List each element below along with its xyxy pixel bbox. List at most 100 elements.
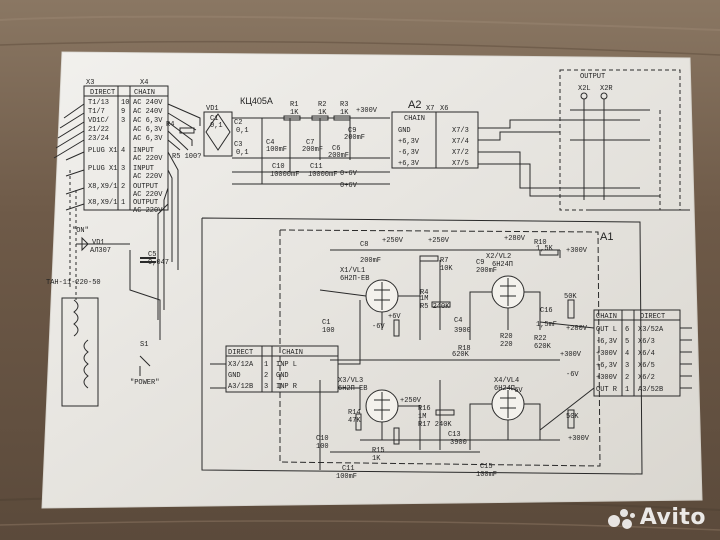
- svg-text:AC 220V: AC 220V: [133, 207, 163, 215]
- svg-text:A3/52B: A3/52B: [638, 386, 663, 394]
- avito-wordmark: Avito: [639, 505, 706, 530]
- svg-text:C13: C13: [448, 431, 461, 439]
- svg-text:C11: C11: [342, 465, 355, 473]
- svg-text:X7: X7: [426, 105, 434, 113]
- svg-text:1K: 1K: [318, 109, 327, 117]
- svg-text:R4: R4: [166, 121, 174, 129]
- svg-text:C10: C10: [316, 435, 329, 443]
- svg-text:6: 6: [625, 326, 629, 334]
- svg-text:X6/4: X6/4: [638, 350, 655, 358]
- rectifier-bridge: VD1 КЦ405А R4 R5 100? C1 0,1 C2 0,1 C3 0…: [166, 96, 390, 185]
- svg-text:+300V: +300V: [560, 351, 582, 359]
- svg-text:+250V: +250V: [428, 237, 450, 245]
- svg-text:1: 1: [625, 386, 629, 394]
- svg-text:X7/4: X7/4: [452, 138, 469, 146]
- svg-text:R18: R18: [458, 345, 471, 353]
- svg-text:X6: X6: [440, 105, 448, 113]
- svg-text:DIRECT: DIRECT: [228, 349, 253, 357]
- transformer-label: ТАН-11-220-50: [46, 279, 101, 287]
- svg-text:620K: 620K: [534, 343, 552, 351]
- svg-text:-6V: -6V: [510, 387, 523, 395]
- svg-text:A3/12B: A3/12B: [228, 383, 253, 391]
- svg-text:3900: 3900: [450, 439, 467, 447]
- svg-text:0,1: 0,1: [210, 122, 223, 130]
- svg-text:PLUG X1: PLUG X1: [88, 165, 117, 173]
- svg-text:R7: R7: [440, 257, 448, 265]
- svg-text:GND: GND: [228, 372, 241, 380]
- svg-text:X1/VL1: X1/VL1: [340, 267, 365, 275]
- svg-text:C7: C7: [306, 139, 314, 147]
- svg-text:R22: R22: [534, 335, 547, 343]
- svg-text:200mF: 200mF: [476, 267, 497, 275]
- left-table-header-chain: CHAIN: [134, 89, 155, 97]
- svg-text:X3/12A: X3/12A: [228, 361, 254, 369]
- svg-text:-6,3V: -6,3V: [398, 149, 420, 157]
- svg-text:1M: 1M: [420, 295, 428, 303]
- svg-text:AC 240V: AC 240V: [133, 108, 163, 116]
- svg-text:X8,X9/1: X8,X9/1: [88, 183, 117, 191]
- svg-text:OUT L: OUT L: [596, 326, 617, 334]
- svg-text:+300V: +300V: [566, 247, 588, 255]
- svg-text:+6V: +6V: [388, 313, 401, 321]
- svg-text:PLUG X1: PLUG X1: [88, 147, 117, 155]
- svg-text:C15: C15: [480, 463, 493, 471]
- svg-text:R5 240K: R5 240K: [420, 303, 450, 311]
- svg-text:10000mF: 10000mF: [308, 171, 337, 179]
- svg-text:C5: C5: [148, 251, 156, 259]
- svg-text:21/22: 21/22: [88, 126, 109, 134]
- svg-text:6Н24П: 6Н24П: [494, 385, 515, 393]
- svg-text:220: 220: [500, 341, 513, 349]
- svg-text:GND: GND: [398, 127, 411, 135]
- svg-text:200mF: 200mF: [344, 134, 365, 142]
- svg-text:10K: 10K: [440, 265, 453, 273]
- a1-label: A1: [600, 231, 613, 243]
- transformer-symbol: [61, 297, 99, 407]
- svg-text:X2L: X2L: [578, 85, 591, 93]
- svg-text:INP R: INP R: [276, 383, 298, 391]
- svg-text:10000mF: 10000mF: [270, 171, 299, 179]
- svg-text:X8,X9/1: X8,X9/1: [88, 199, 117, 207]
- svg-text:VD1: VD1: [92, 239, 105, 247]
- avito-watermark: Avito: [606, 505, 706, 530]
- svg-text:-6V: -6V: [566, 371, 579, 379]
- svg-text:AC 220V: AC 220V: [133, 173, 163, 181]
- a1-wiring: [319, 249, 595, 470]
- svg-text:CHAIN: CHAIN: [282, 349, 303, 357]
- svg-text:1: 1: [121, 199, 125, 207]
- svg-text:200mF: 200mF: [360, 257, 381, 265]
- svg-text:T1/13: T1/13: [88, 99, 109, 107]
- a1-board: A1: [201, 217, 643, 475]
- svg-text:-6,3V: -6,3V: [596, 338, 618, 346]
- svg-text:1K: 1K: [290, 109, 299, 117]
- a2-label: A2: [408, 99, 421, 111]
- svg-text:R4: R4: [420, 289, 428, 297]
- svg-text:100mF: 100mF: [336, 473, 357, 481]
- svg-text:3: 3: [121, 165, 125, 173]
- svg-text:C1: C1: [322, 319, 330, 327]
- svg-text:620K: 620K: [452, 351, 470, 359]
- svg-text:AC 240V: AC 240V: [133, 99, 163, 107]
- svg-text:1K: 1K: [372, 455, 381, 463]
- svg-text:VD1C/: VD1C/: [88, 117, 109, 125]
- tube-vl4: X4/VL4 6Н24П: [491, 377, 525, 421]
- svg-text:R5 100?: R5 100?: [172, 153, 201, 161]
- svg-text:C9: C9: [348, 127, 356, 135]
- x3-label: X3: [86, 79, 94, 87]
- svg-text:+280V: +280V: [504, 235, 526, 243]
- tube-vl2: X2/VL2 6Н24П: [486, 253, 525, 309]
- svg-text:DIRECT: DIRECT: [640, 313, 665, 321]
- svg-text:0+6V: 0+6V: [340, 182, 358, 190]
- svg-text:1,5K: 1,5K: [536, 245, 554, 253]
- svg-text:X6/2: X6/2: [638, 374, 655, 382]
- svg-text:2: 2: [264, 372, 268, 380]
- svg-text:50K: 50K: [566, 413, 579, 421]
- svg-text:INPUT: INPUT: [133, 147, 154, 155]
- svg-text:+6,3V: +6,3V: [398, 138, 420, 146]
- svg-text:C8: C8: [360, 241, 368, 249]
- svg-text:X7/3: X7/3: [452, 127, 469, 135]
